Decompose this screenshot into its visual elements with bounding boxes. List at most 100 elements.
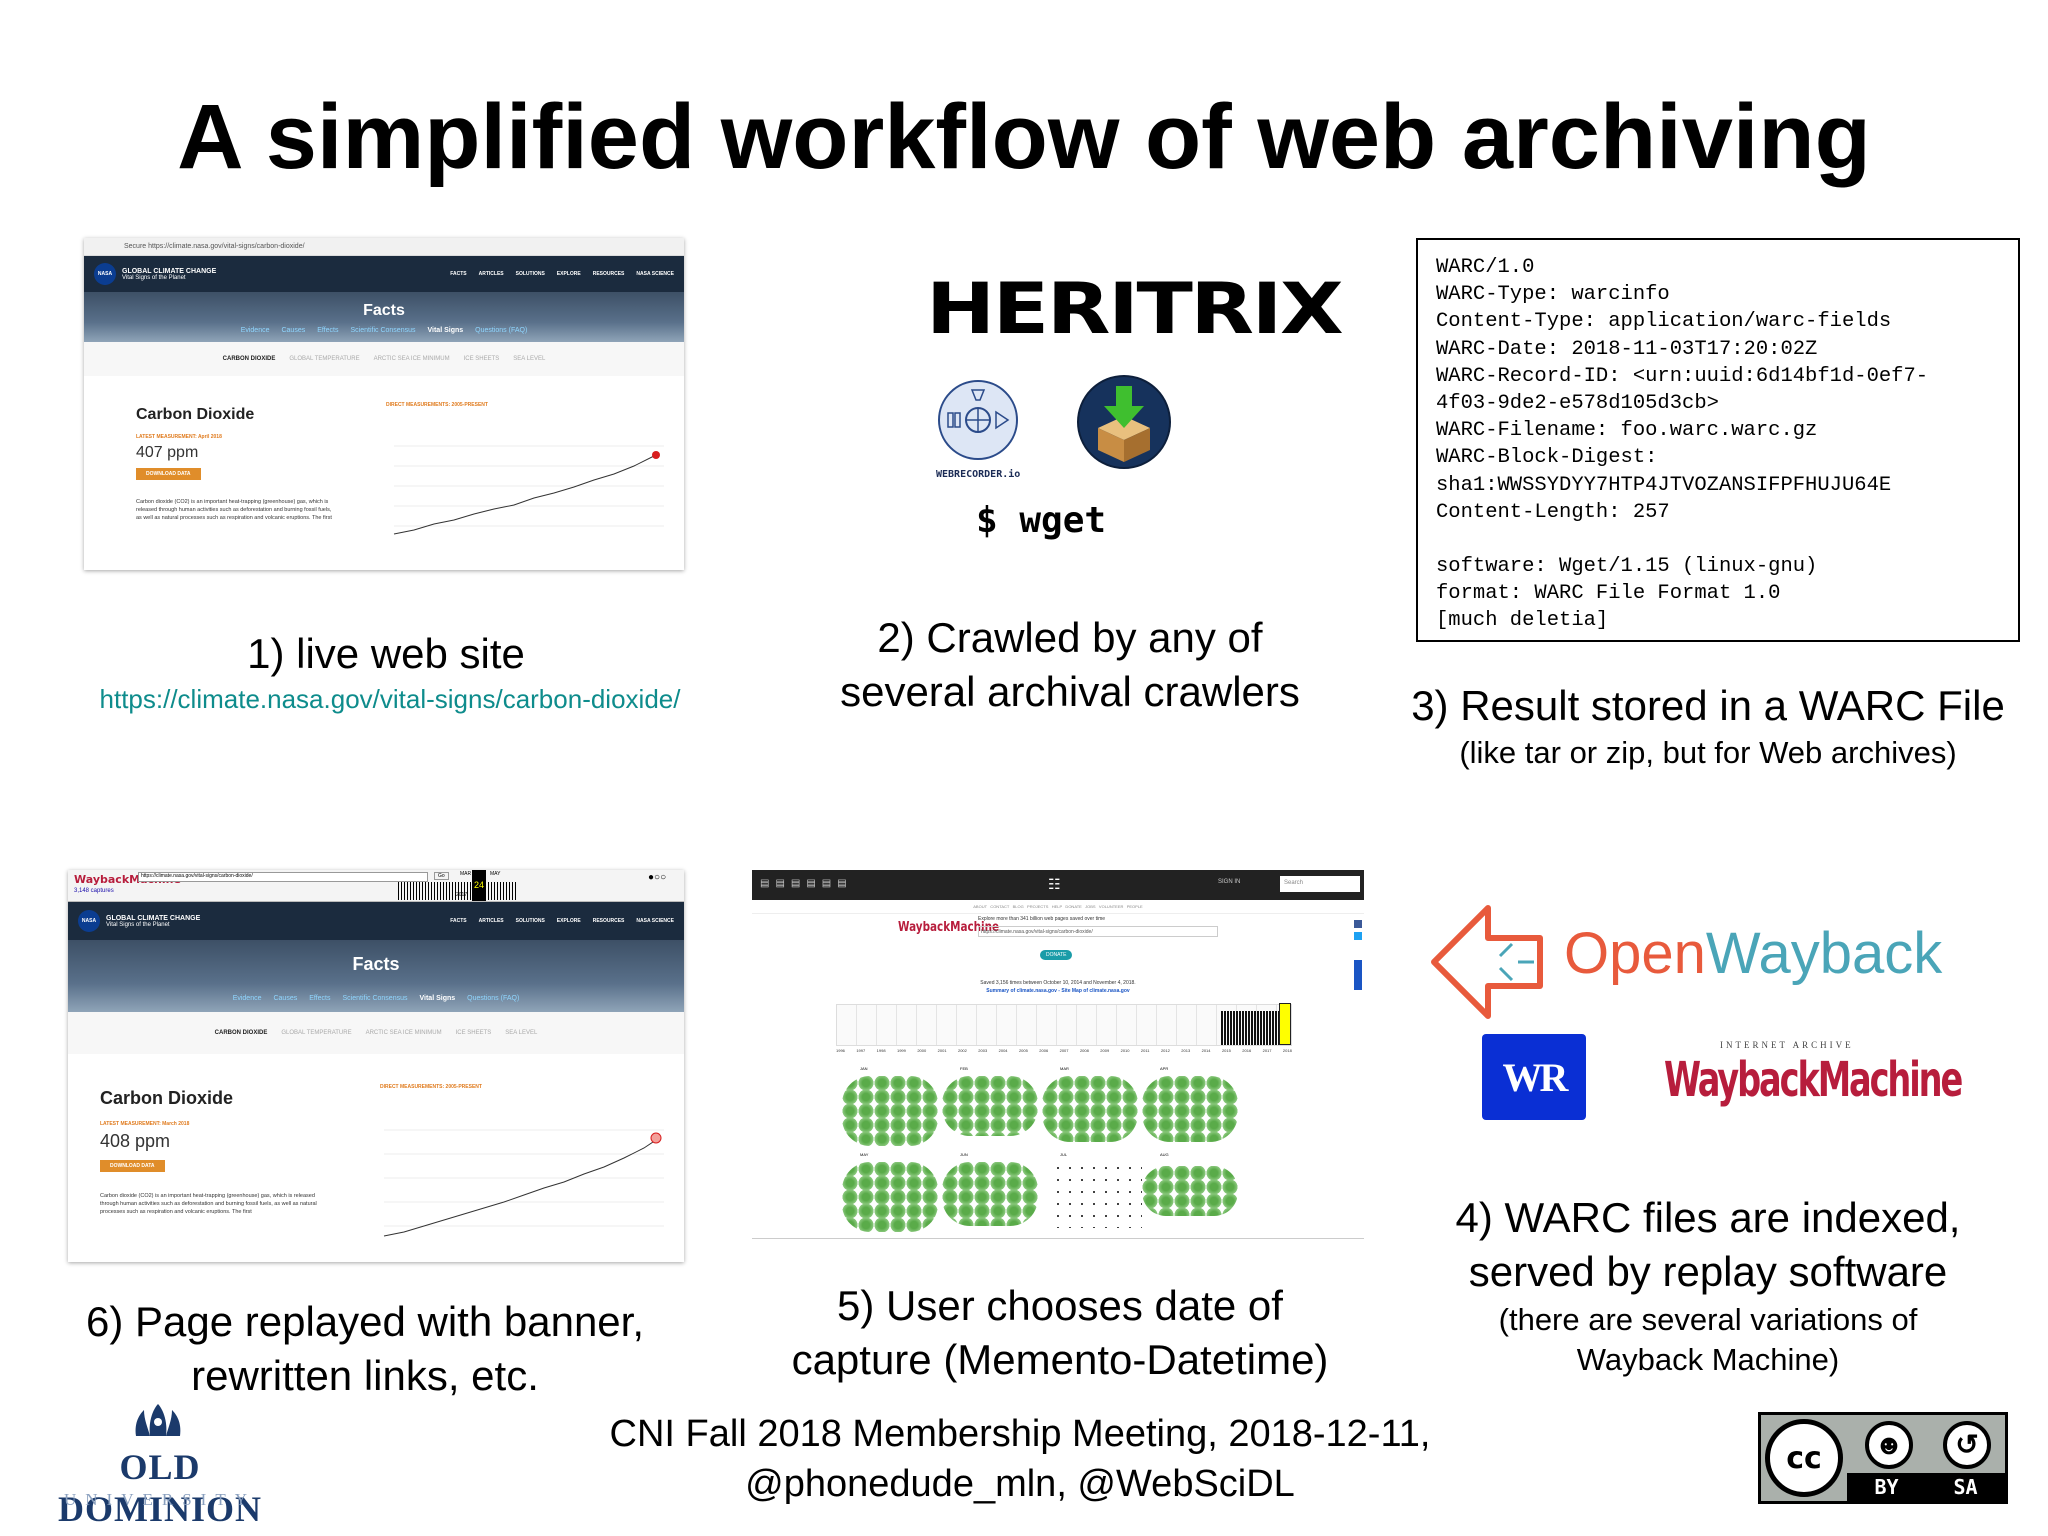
step1-caption: 1) live web site	[247, 630, 525, 677]
month-label: MAR	[1060, 1066, 1069, 1071]
year-label[interactable]: 2013	[1181, 1048, 1191, 1053]
subnav-consensus[interactable]: Scientific Consensus	[350, 327, 416, 334]
year-label[interactable]: 2010	[1120, 1048, 1130, 1053]
summary-link[interactable]: Summary of climate.nasa.gov - Site Map o…	[986, 988, 1130, 994]
replay-menu-resources[interactable]: RESOURCES	[592, 918, 625, 924]
subnav-effects[interactable]: Effects	[317, 327, 339, 334]
subnav-vital-signs[interactable]: Vital Signs	[427, 327, 464, 334]
replay-menu-facts[interactable]: FACTS	[450, 918, 467, 924]
replay-subnav-vital-signs[interactable]: Vital Signs	[419, 995, 456, 1002]
year-label[interactable]: 2011	[1140, 1048, 1150, 1053]
replay-tab-sea-level[interactable]: SEA LEVEL	[505, 1030, 538, 1036]
menu-solutions[interactable]: SOLUTIONS	[515, 271, 545, 277]
tab-sea-level[interactable]: SEA LEVEL	[513, 356, 546, 362]
banner-month-next[interactable]: MAY	[490, 871, 501, 877]
menu-resources[interactable]: RESOURCES	[592, 271, 625, 277]
replay-menu-explore[interactable]: EXPLORE	[556, 918, 581, 924]
step3-subcaption: (like tar or zip, but for Web archives)	[1459, 735, 1957, 770]
ia-temple-icon[interactable]: ☷	[1048, 876, 1061, 892]
banner-year-prev[interactable]: 2017	[456, 892, 468, 898]
replay-menu-solutions[interactable]: SOLUTIONS	[515, 918, 545, 924]
year-label[interactable]: 2008	[1079, 1048, 1089, 1053]
sign-in-link[interactable]: SIGN IN	[1218, 879, 1241, 885]
subnav-faq[interactable]: Questions (FAQ)	[475, 327, 528, 334]
warc-line: WARC-Record-ID: <urn:uuid:6d14bf1d-0ef7-	[1436, 364, 1929, 388]
replay-subnav-causes[interactable]: Causes	[273, 995, 298, 1002]
replay-tab-ice-sheets[interactable]: ICE SHEETS	[455, 1030, 492, 1036]
step1-url[interactable]: https://climate.nasa.gov/vital-signs/car…	[99, 684, 681, 714]
latest-point	[652, 451, 660, 459]
menu-facts[interactable]: FACTS	[450, 271, 467, 277]
banner-url-input[interactable]: https://climate.nasa.gov/vital-signs/car…	[138, 872, 428, 882]
tab-carbon-dioxide[interactable]: CARBON DIOXIDE	[222, 356, 276, 362]
year-label[interactable]: 2016	[1242, 1048, 1252, 1053]
replay-menu-articles[interactable]: ARTICLES	[478, 918, 504, 924]
latest-measurement: LATEST MEASUREMENT: April 2018	[136, 434, 222, 440]
banner-go-button[interactable]: Go	[434, 872, 449, 880]
tab-global-temperature[interactable]: GLOBAL TEMPERATURE	[289, 356, 360, 362]
year-label[interactable]: 2006	[1039, 1048, 1049, 1053]
year-label[interactable]: 1996	[836, 1048, 845, 1053]
subnav-evidence[interactable]: Evidence	[240, 327, 270, 334]
feedback-tab[interactable]	[1354, 960, 1362, 990]
subnav-causes[interactable]: Causes	[281, 327, 306, 334]
year-label[interactable]: 2002	[957, 1048, 967, 1053]
replay-subnav-evidence[interactable]: Evidence	[232, 995, 262, 1002]
replay-download-button[interactable]: DOWNLOAD DATA	[100, 1160, 165, 1172]
year-label[interactable]: 2004	[998, 1048, 1008, 1053]
year-label[interactable]: 2014	[1201, 1048, 1211, 1053]
wayback-url-input[interactable]: https://climate.nasa.gov/vital-signs/car…	[978, 926, 1218, 937]
year-label[interactable]: 1997	[856, 1048, 866, 1053]
year-label[interactable]: 2003	[978, 1048, 988, 1053]
banner-month-prev[interactable]: MAR	[460, 871, 472, 877]
tab-ice-sheets[interactable]: ICE SHEETS	[463, 356, 500, 362]
year-label[interactable]: 1998	[876, 1048, 886, 1053]
month-captures[interactable]	[1052, 1162, 1142, 1228]
month-captures[interactable]	[942, 1162, 1038, 1226]
month-label: FEB	[960, 1066, 968, 1071]
year-label[interactable]: 2005	[1018, 1048, 1028, 1053]
year-label[interactable]: 2007	[1059, 1048, 1069, 1053]
tab-arctic-sea-ice[interactable]: ARCTIC SEA ICE MINIMUM	[373, 356, 450, 362]
year-label[interactable]: 2009	[1100, 1048, 1110, 1053]
captures-link[interactable]: 3,148 captures	[74, 888, 114, 894]
month-captures[interactable]	[942, 1076, 1038, 1136]
twitter-icon[interactable]	[1354, 932, 1362, 940]
replay-subnav-consensus[interactable]: Scientific Consensus	[342, 995, 408, 1002]
month-captures[interactable]	[1142, 1076, 1238, 1142]
year-label[interactable]: 2012	[1160, 1048, 1170, 1053]
replay-subnav-effects[interactable]: Effects	[309, 995, 331, 1002]
co2-panel: Carbon Dioxide LATEST MEASUREMENT: April…	[84, 376, 684, 556]
histogram-bars	[1221, 1011, 1279, 1045]
topbar-icons[interactable]: ▤▤▤▤▤▤	[760, 878, 853, 889]
download-data-button[interactable]: DOWNLOAD DATA	[136, 468, 201, 480]
replay-menu-nasa-science[interactable]: NASA SCIENCE	[636, 918, 674, 924]
replay-ppm-value: 408 ppm	[100, 1131, 171, 1151]
openwayback-arrow-icon	[1431, 905, 1543, 1019]
year-label[interactable]: 2001	[937, 1048, 947, 1053]
cc-by-sa-badge[interactable]: cc ☻ ↺ BY SA	[1758, 1412, 2008, 1504]
year-label[interactable]: 1999	[896, 1048, 906, 1053]
search-input[interactable]: Search	[1280, 876, 1360, 892]
year-label[interactable]: 2015	[1221, 1048, 1231, 1053]
month-captures[interactable]	[1142, 1166, 1238, 1216]
banner-icons[interactable]: ●○○	[648, 872, 667, 883]
replay-tab-arctic-sea-ice[interactable]: ARCTIC SEA ICE MINIMUM	[365, 1030, 442, 1036]
step2-caption-line1: 2) Crawled by any of	[877, 614, 1263, 661]
donate-button[interactable]: DONATE	[1040, 950, 1073, 960]
year-label[interactable]: 2017	[1262, 1048, 1272, 1053]
year-histogram[interactable]	[836, 1003, 1292, 1046]
menu-explore[interactable]: EXPLORE	[556, 271, 581, 277]
menu-articles[interactable]: ARTICLES	[478, 271, 504, 277]
month-captures[interactable]	[842, 1162, 938, 1232]
facebook-icon[interactable]	[1354, 920, 1362, 928]
month-captures[interactable]	[1042, 1076, 1138, 1142]
year-label[interactable]: 2000	[917, 1048, 927, 1053]
replay-tab-global-temperature[interactable]: GLOBAL TEMPERATURE	[281, 1030, 352, 1036]
replay-tab-carbon-dioxide[interactable]: CARBON DIOXIDE	[214, 1030, 268, 1036]
month-captures[interactable]	[842, 1076, 938, 1146]
year-label[interactable]: 2018	[1282, 1048, 1292, 1053]
replay-subnav-faq[interactable]: Questions (FAQ)	[467, 995, 520, 1002]
capture-calendar[interactable]: JAN FEB MAR APR MAY JUN JUL AUG	[842, 1066, 1260, 1236]
menu-nasa-science[interactable]: NASA SCIENCE	[636, 271, 674, 277]
